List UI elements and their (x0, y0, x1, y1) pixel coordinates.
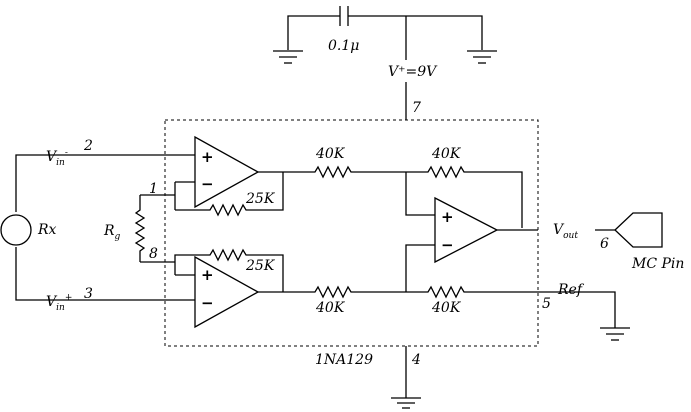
resistor-40k-bottom-left-label: 40K (315, 300, 346, 316)
gain-resistor-rg (134, 195, 146, 262)
supply-label: V⁺=9V (388, 64, 438, 80)
resistor-40k-top-right (406, 165, 523, 228)
ground-symbol-ref (600, 327, 630, 341)
mc-pin-label: MC Pin (631, 256, 684, 272)
resistor-25k-bottom-label: 25K (245, 258, 276, 274)
svg-text:+: + (441, 208, 454, 226)
supply-pin: 7 (412, 100, 421, 116)
resistor-25k-top (175, 172, 284, 217)
ground-symbol-top-left (273, 50, 303, 64)
supply-network (287, 6, 483, 120)
sensor-loop (15, 154, 195, 301)
resistor-40k-bottom-right (406, 285, 595, 299)
resistor-40k-top-left (258, 165, 406, 179)
chip-boundary (164, 119, 539, 347)
ref-pin: 5 (542, 296, 551, 312)
op-amp-bottom (194, 255, 260, 329)
sensor-label: Rx (37, 222, 57, 238)
resistor-25k-top-label: 25K (245, 191, 276, 207)
op-amp-output (434, 196, 499, 264)
sensor-rx (0, 214, 32, 246)
ground-symbol-bottom (391, 397, 421, 409)
vin-pos-label: Vin+ (46, 293, 72, 313)
resistor-25k-bottom (174, 248, 284, 292)
vout-label: Vout (553, 222, 578, 241)
resistor-40k-bottom-right-label: 40K (431, 300, 462, 316)
svg-text:+: + (201, 266, 214, 284)
vin-neg-pin: 2 (83, 138, 93, 154)
rg-pin-bottom: 8 (149, 246, 158, 262)
resistor-40k-bottom-left (258, 285, 406, 299)
ground-pin: 4 (411, 352, 421, 368)
svg-text:−: − (201, 294, 214, 312)
resistor-40k-top-left-label: 40K (315, 146, 346, 162)
mc-pin-connector (614, 212, 663, 248)
svg-text:−: − (201, 175, 214, 193)
svg-text:+: + (201, 148, 214, 166)
op-amp-top (194, 135, 260, 209)
vin-pos-pin: 3 (84, 286, 93, 302)
capacitor-label: 0.1μ (328, 38, 359, 54)
rg-label: Rg (103, 223, 121, 242)
rg-pin-top: 1 (149, 181, 158, 197)
vin-neg-label: Vin- (46, 148, 68, 168)
ref-wire (595, 291, 616, 328)
chip-label: 1NA129 (315, 352, 373, 368)
resistor-40k-top-right-label: 40K (431, 146, 462, 162)
ground-symbol-top-right (467, 50, 497, 64)
svg-text:−: − (441, 236, 454, 254)
vout-pin: 6 (600, 236, 609, 252)
ref-label: Ref (557, 282, 585, 298)
